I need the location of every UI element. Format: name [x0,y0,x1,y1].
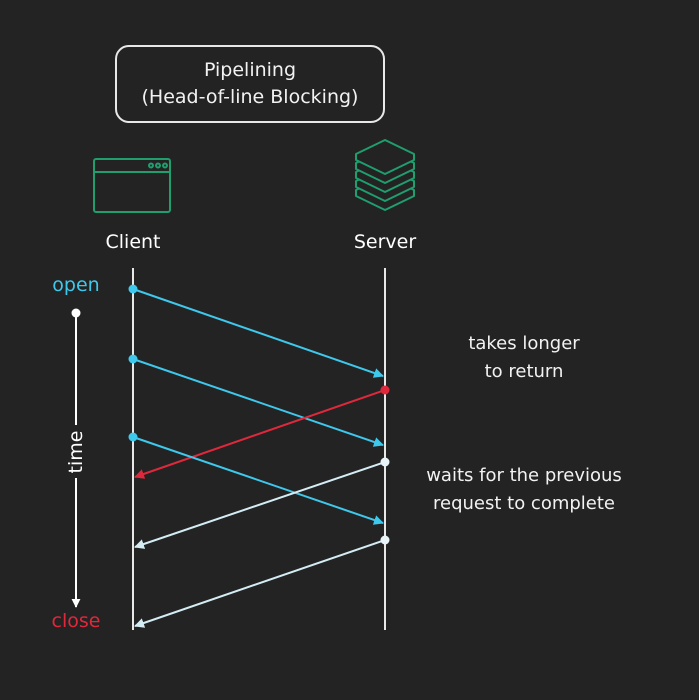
note-wait-line-1: waits for the previous [426,465,622,486]
note-slow-response: takes longer to return [468,330,579,386]
message-slow-response-1 [134,385,390,479]
time-label: time [65,430,87,474]
message-request-2 [128,354,384,447]
note-slow-line-2: to return [484,361,564,382]
title-line-2: (Head-of-line Blocking) [141,86,359,108]
open-label: open [52,274,100,296]
note-slow-line-1: takes longer [468,333,580,354]
close-label: close [51,610,101,632]
note-waiting: waits for the previous request to comple… [426,462,622,518]
title-box: Pipelining (Head-of-line Blocking) [115,45,385,123]
browser-window-icon [93,158,171,213]
message-response-2 [134,457,390,549]
title-line-1: Pipelining [203,59,297,81]
message-request-1 [128,284,384,378]
time-axis [71,308,81,608]
client-label: Client [105,231,161,253]
message-response-3 [134,535,390,628]
message-request-3 [128,432,384,525]
note-wait-line-2: request to complete [432,493,616,514]
server-label: Server [353,231,417,253]
server-stack-icon [355,139,415,211]
